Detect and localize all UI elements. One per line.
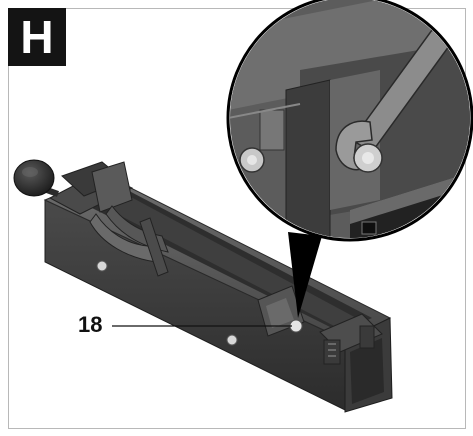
rail-body [13, 159, 393, 413]
figure-label-badge: H [8, 8, 66, 66]
figure-label: H [20, 11, 54, 63]
zoom-pointer [288, 232, 322, 318]
callout-18-label: 18 [78, 312, 103, 337]
zoom-detail [226, 0, 473, 242]
